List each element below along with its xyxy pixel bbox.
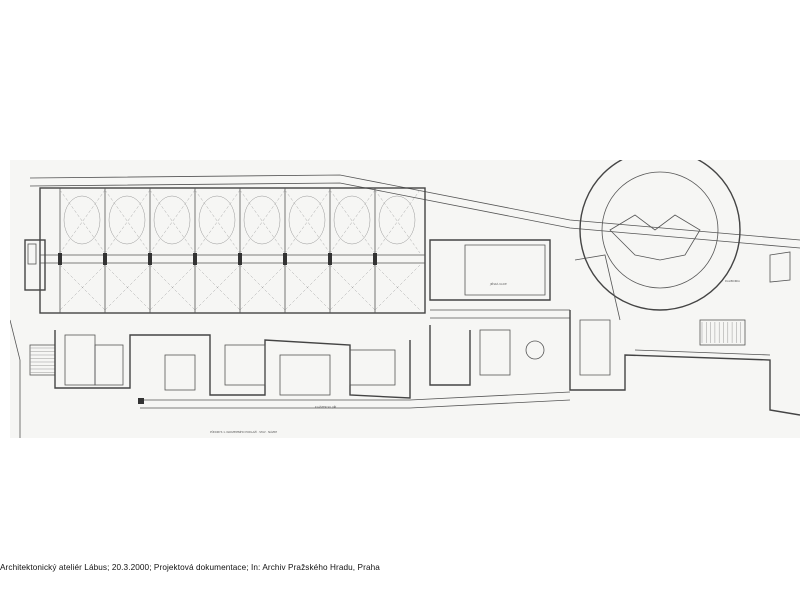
plan-title: KLÁŠTER SV. JIŘÍ (315, 404, 337, 409)
floor-plan-drawing: DALIBORKA JIŘSKÁ ULICE KLÁŠTER SV. JIŘÍ … (10, 160, 800, 438)
street-edge-inner (29, 182, 800, 249)
image-caption: Architektonický ateliér Lábus; 20.3.2000… (0, 563, 380, 572)
west-stair-block (10, 239, 56, 438)
pillar-mark (138, 398, 144, 404)
vaulted-wing (39, 187, 426, 314)
floor-plan-scan: DALIBORKA JIŘSKÁ ULICE KLÁŠTER SV. JIŘÍ … (10, 160, 800, 438)
tower-label: DALIBORKA (725, 279, 740, 283)
tower-daliborka: DALIBORKA (579, 160, 741, 311)
central-courtyard (429, 239, 570, 386)
street-edge-top (29, 174, 800, 241)
south-rooms (54, 330, 571, 409)
plan-subtitle: PŮDORYS 1. NADZEMNÍHO PODLAŽÍ · STAV · N… (210, 429, 277, 434)
street-label: JIŘSKÁ ULICE (489, 281, 507, 286)
east-wing (569, 251, 800, 416)
